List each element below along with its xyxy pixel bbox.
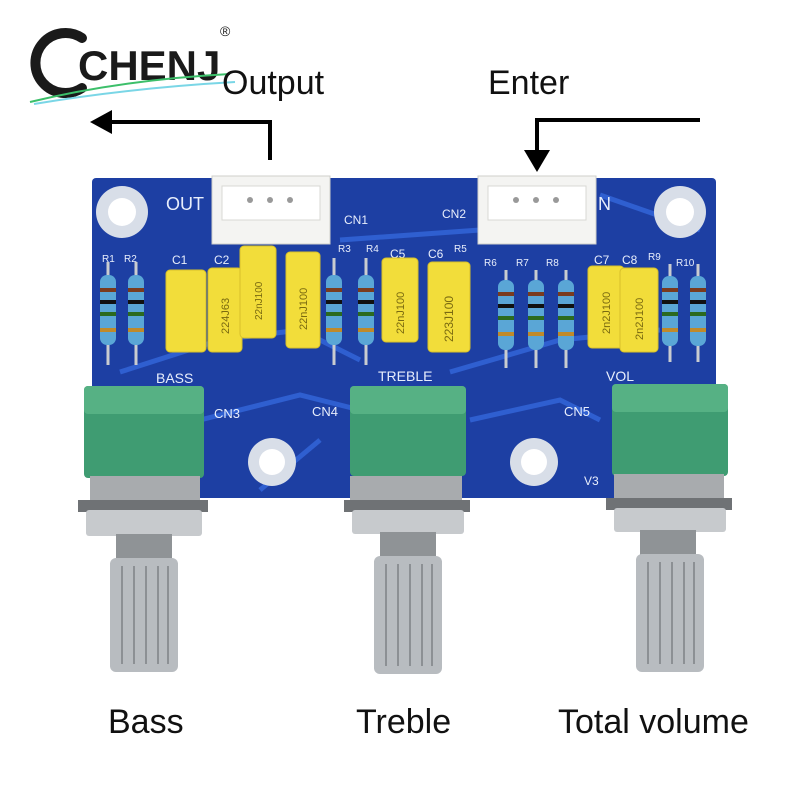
svg-text:224J63: 224J63 [220,298,232,334]
resistor [690,264,706,362]
registered-mark: ® [220,23,231,39]
silk-cn5: CN5 [564,404,590,419]
silk-r2: R2 [124,254,137,265]
svg-text:2n2J100: 2n2J100 [601,292,613,334]
silk-v3: V3 [584,474,599,488]
silk-cn2: CN2 [442,207,466,221]
svg-text:22nJ100: 22nJ100 [298,288,310,330]
capacitor-c2: 224J63 [207,267,243,353]
silkscreen: OUT N CN1 CN2 CN3 CN4 CN5 BASS TREBLE VO… [102,194,695,488]
silk-r1: R1 [102,254,115,265]
resistor [662,264,678,362]
silk-c1: C1 [172,253,188,267]
bass-potentiometer [78,386,208,672]
treble-potentiometer [344,386,470,674]
silk-out: OUT [166,194,204,214]
silk-r9: R9 [648,252,661,263]
svg-text:22nJ100: 22nJ100 [395,292,407,334]
resistor [498,270,514,368]
cn2-connector [477,175,597,245]
svg-text:2n2J100: 2n2J100 [634,298,646,340]
silk-r3: R3 [338,244,351,255]
silk-r7: R7 [516,258,529,269]
treble-label: Treble [356,703,452,741]
silk-r8: R8 [546,258,559,269]
resistor [326,258,342,365]
silk-r10: R10 [676,258,695,269]
output-arrow-icon [90,110,272,160]
silk-r6: R6 [484,258,497,269]
capacitor-c5: 22nJ100 [381,257,419,343]
silk-c8: C8 [622,253,638,267]
svg-text:223J100: 223J100 [442,296,456,342]
silk-r5: R5 [454,244,467,255]
capacitor-c6: 223J100 [427,261,471,353]
bass-label: Bass [108,703,184,741]
resistor [358,258,374,365]
silk-cn1: CN1 [344,213,368,227]
mounting-holes [96,186,706,486]
silk-c2: C2 [214,253,230,267]
silk-bass: BASS [156,370,193,386]
capacitor-c7: 2n2J100 [587,265,625,349]
resistor [100,262,116,365]
total-volume-label: Total volume [558,703,749,741]
silk-r4: R4 [366,244,379,255]
silk-c6: C6 [428,247,444,261]
chenj-logo: CHENJ ® [29,23,236,105]
capacitors: 224J63 22nJ100 22nJ100 22nJ100 223J100 2… [165,245,659,353]
enter-label: Enter [488,64,570,102]
silk-in: N [598,194,611,214]
silk-treble: TREBLE [378,368,432,384]
cn1-connector [211,175,331,245]
resistor [528,270,544,368]
capacitor-c3: 22nJ100 [239,245,277,339]
resistor [128,262,144,365]
silk-vol: VOL [606,368,634,384]
volume-potentiometer [606,384,732,672]
output-label: Output [222,64,325,102]
enter-arrow-icon [524,118,700,172]
silk-cn4: CN4 [312,404,338,419]
capacitor-c8: 2n2J100 [619,267,659,353]
capacitor-c1 [165,269,207,353]
resistors [100,258,706,368]
capacitor-c4: 22nJ100 [285,251,321,349]
silk-c7: C7 [594,253,610,267]
svg-text:22nJ100: 22nJ100 [254,281,265,320]
silk-cn3: CN3 [214,406,240,421]
resistor [558,270,574,368]
